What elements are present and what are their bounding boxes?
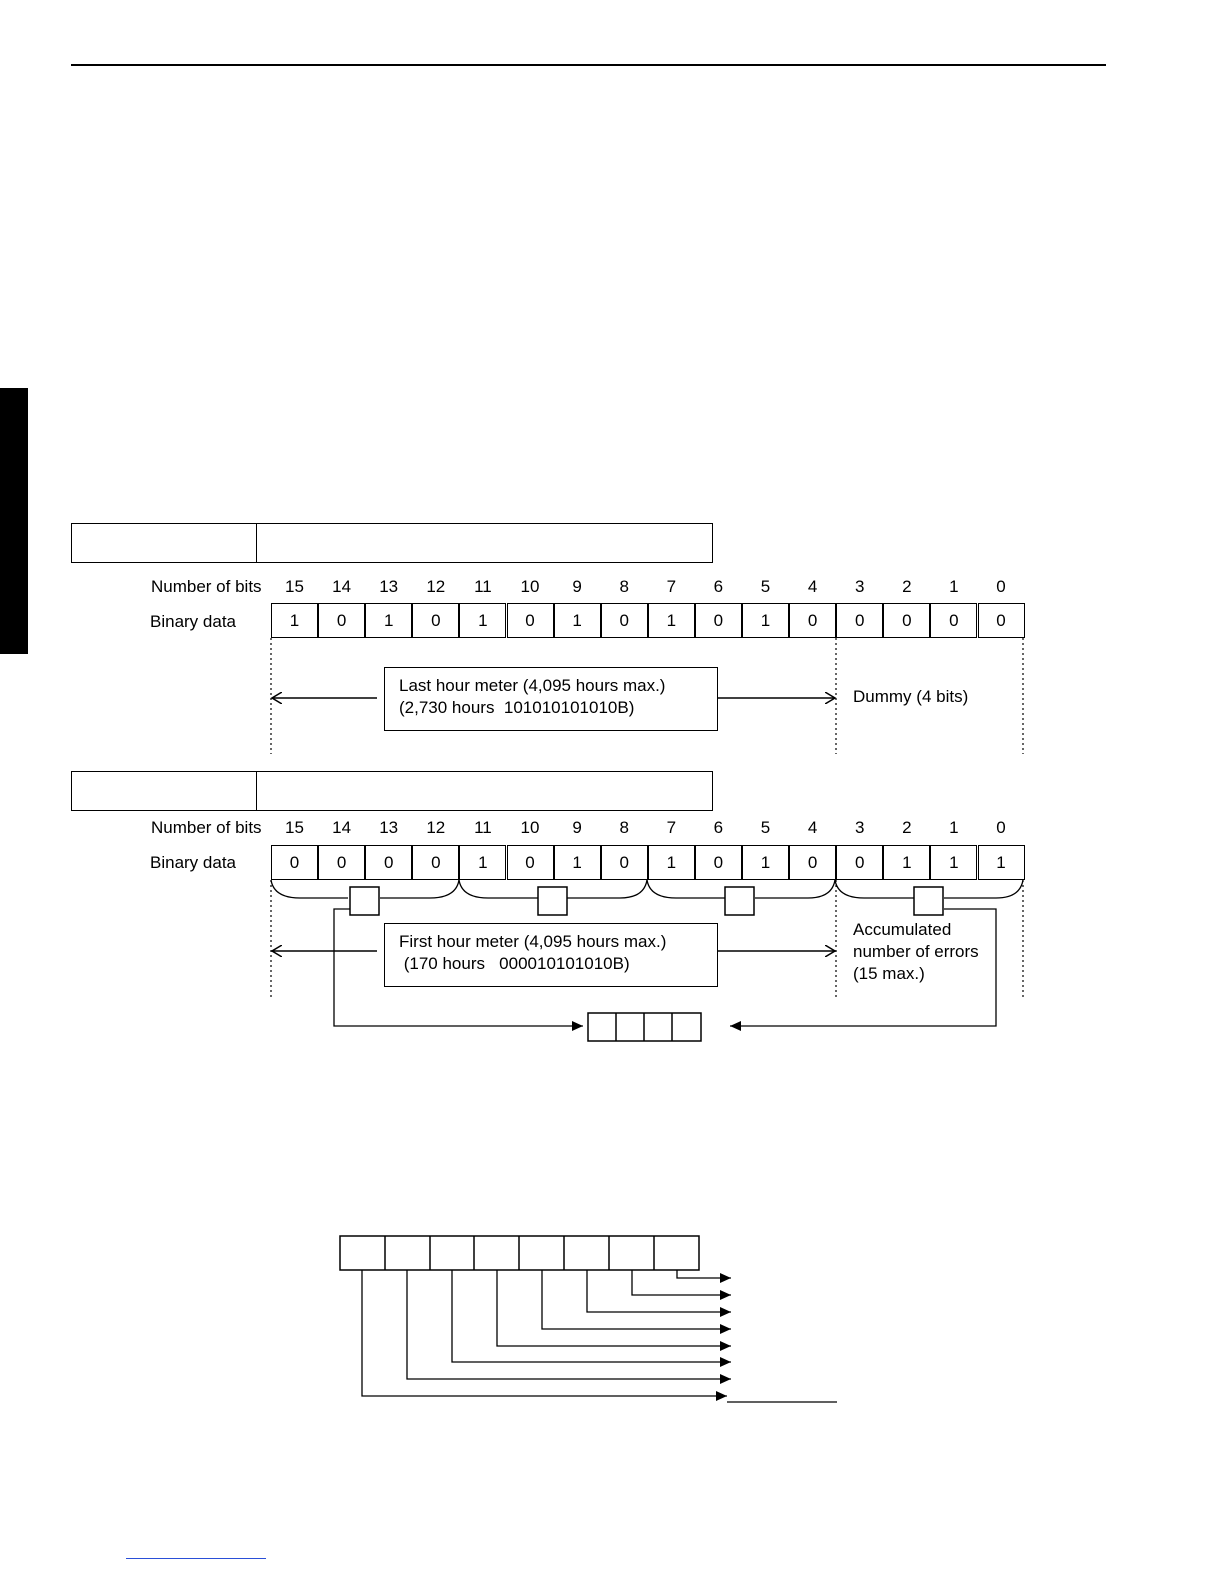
first-hour-meter-box: First hour meter (4,095 hours max.) (170… [384,923,718,987]
bit-number: 8 [619,818,629,837]
first-hour-meter-title: First hour meter (4,095 hours max.) [399,932,667,951]
bit-number: 0 [996,577,1006,596]
last-hour-meter-example: (2,730 hours 101010101010B) [399,698,635,717]
binary-cell: 0 [271,845,318,880]
binary-data-label: Binary data [150,853,236,872]
binary-cell: 0 [694,603,742,638]
bit-number: 9 [572,577,582,596]
bit-number: 10 [520,818,540,837]
binary-cell: 0 [836,603,884,638]
register-output-leads [361,1270,837,1403]
bit-number: 1 [949,577,959,596]
binary-cell: 0 [883,603,931,638]
binary-cell: 1 [647,603,695,638]
bit-number: 13 [379,818,399,837]
accumulated-errors-line3: (15 max.) [853,964,925,983]
bit-number: 12 [426,818,446,837]
bit-number: 2 [902,577,912,596]
accumulated-errors-line2: number of errors [853,942,979,961]
binary-cell: 1 [647,845,695,880]
binary-cell: 0 [412,845,460,880]
binary-cell: 0 [506,603,554,638]
bit-number: 11 [474,818,492,837]
nibble-braces [270,879,1024,899]
bit-number: 6 [713,577,724,596]
binary-cell: 1 [459,845,507,880]
top-rule [71,64,1106,66]
first-hour-meter-example: (170 hours 000010101010B) [399,954,630,973]
bit-number: 10 [520,577,540,596]
binary-cell: 0 [600,845,648,880]
binary-cell: 1 [459,603,507,638]
eight-bit-register [339,1235,700,1271]
header-box-right-1 [256,523,713,563]
binary-cell: 0 [412,603,460,638]
binary-cell: 0 [318,603,366,638]
bit-number: 9 [572,818,582,837]
bit-number: 6 [713,818,724,837]
binary-cell: 1 [930,845,978,880]
bit-number: 14 [332,577,352,596]
last-hour-meter-title: Last hour meter (4,095 hours max.) [399,676,666,695]
binary-cell: 1 [883,845,931,880]
binary-cell: 0 [836,845,884,880]
binary-data-label: Binary data [150,612,236,631]
footer-link-underline [126,1558,266,1559]
binary-cell: 1 [977,845,1025,880]
binary-cell: 0 [789,845,837,880]
binary-cell: 1 [553,603,601,638]
binary-cell: 1 [742,603,789,638]
binary-cell: 0 [365,845,413,880]
binary-cell: 1 [365,603,413,638]
bit-number: 3 [854,577,865,596]
header-box-right-2 [256,771,713,811]
result-digit-box [587,1012,702,1042]
last-hour-meter-box: Last hour meter (4,095 hours max.) (2,73… [384,667,718,731]
bit-number: 14 [332,818,352,837]
bit-number: 5 [760,818,771,837]
bit-number: 11 [474,577,492,596]
bit-number: 4 [807,577,818,596]
header-box-left-2 [71,771,258,811]
side-tab-marker [0,388,28,654]
binary-cell: 0 [600,603,648,638]
bit-number: 12 [426,577,446,596]
number-of-bits-label: Number of bits [151,577,262,596]
number-of-bits-label: Number of bits [151,818,262,837]
bit-number: 5 [760,577,771,596]
binary-cell: 0 [977,603,1025,638]
binary-cell: 0 [506,845,554,880]
bit-number: 0 [996,818,1006,837]
bit-number: 2 [902,818,912,837]
bit-number: 7 [666,818,677,837]
bit-number: 13 [379,577,399,596]
bit-number: 1 [949,818,959,837]
binary-cell: 1 [271,603,318,638]
binary-cell: 1 [742,845,789,880]
bit-number: 4 [807,818,818,837]
header-box-left-1 [71,523,258,563]
dummy-bits-label: Dummy (4 bits) [853,687,969,706]
hex-digit-boxes [349,886,944,916]
accumulated-errors-label: Accumulated number of errors (15 max.) [853,919,979,985]
binary-cell: 0 [694,845,742,880]
binary-cell: 0 [930,603,978,638]
binary-cell: 1 [553,845,601,880]
binary-cell: 0 [318,845,366,880]
accumulated-errors-line1: Accumulated [853,920,952,939]
bit-number: 8 [619,577,629,596]
bit-number: 7 [666,577,677,596]
bit-number: 15 [285,577,304,596]
bit-number: 3 [854,818,865,837]
bit-number: 15 [285,818,304,837]
binary-cell: 0 [789,603,837,638]
